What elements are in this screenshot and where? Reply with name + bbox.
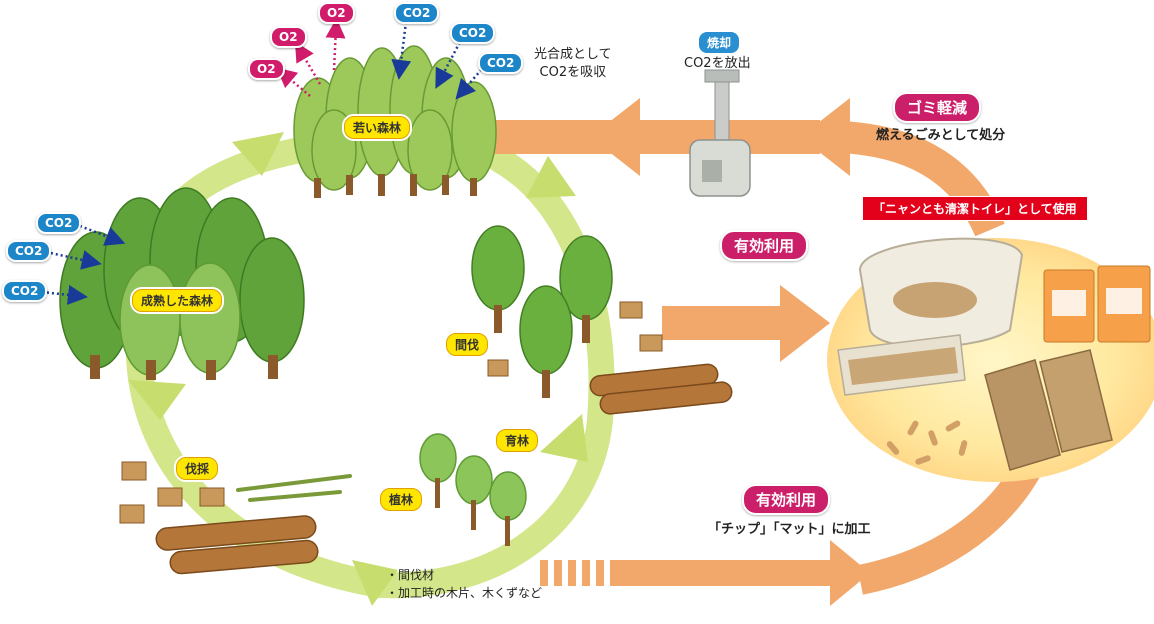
o2-badge: O2 bbox=[248, 58, 285, 80]
incinerator bbox=[689, 69, 751, 197]
co2-badge: CO2 bbox=[450, 22, 496, 44]
processing-text: 「チップ」「マット」に加工 bbox=[708, 522, 871, 537]
cycle-arrowhead bbox=[128, 380, 186, 420]
materials-note: ・間伐材 ・加工時の木片、木くずなど bbox=[386, 566, 542, 602]
co2-badge: CO2 bbox=[394, 2, 440, 24]
planting-trees bbox=[419, 433, 527, 546]
materials-line1: ・間伐材 bbox=[386, 568, 435, 582]
incineration-badge: 焼却 bbox=[697, 30, 742, 55]
cycle-arrowhead bbox=[232, 132, 284, 176]
label-planting: 植林 bbox=[380, 488, 423, 511]
effective-use-badge-bottom: 有効利用 bbox=[742, 484, 831, 515]
label-thinning: 間伐 bbox=[446, 333, 489, 356]
co2-release-text: CO2を放出 bbox=[684, 56, 751, 71]
o2-badge: O2 bbox=[270, 26, 307, 48]
usage-banner: 「ニャンとも清潔トイレ」として使用 bbox=[862, 196, 1088, 221]
label-mature-forest: 成熟した森林 bbox=[132, 289, 223, 312]
materials-line2: ・加工時の木片、木くずなど bbox=[386, 586, 543, 600]
mature-forest-trees bbox=[59, 187, 305, 380]
waste-reduction-badge: ゴミ軽減 bbox=[893, 92, 982, 123]
label-young-forest: 若い森林 bbox=[344, 116, 411, 139]
burnable-text: 燃えるごみとして処分 bbox=[876, 128, 1006, 143]
co2-badge: CO2 bbox=[6, 240, 52, 262]
label-logging: 伐採 bbox=[176, 457, 219, 480]
co2-badge: CO2 bbox=[478, 52, 524, 74]
co2-badge: CO2 bbox=[2, 280, 48, 302]
o2-release-arrows bbox=[276, 18, 346, 97]
thinning-trees bbox=[471, 225, 733, 415]
effective-use-badge-top: 有効利用 bbox=[720, 230, 809, 261]
cycle-arrowhead bbox=[352, 560, 398, 606]
logging-stumps-logs bbox=[119, 461, 352, 575]
cycle-arrowhead bbox=[540, 414, 588, 462]
cat-toilet-product bbox=[837, 237, 1151, 471]
co2-badge: CO2 bbox=[36, 212, 82, 234]
o2-badge: O2 bbox=[318, 2, 355, 24]
label-nurturing: 育林 bbox=[496, 429, 539, 452]
cycle-arrowhead bbox=[526, 156, 576, 198]
photosynthesis-line2: CO2を吸収 bbox=[539, 65, 607, 80]
photosynthesis-note: 光合成として CO2を吸収 bbox=[534, 46, 612, 82]
photosynthesis-line1: 光合成として bbox=[534, 47, 612, 62]
